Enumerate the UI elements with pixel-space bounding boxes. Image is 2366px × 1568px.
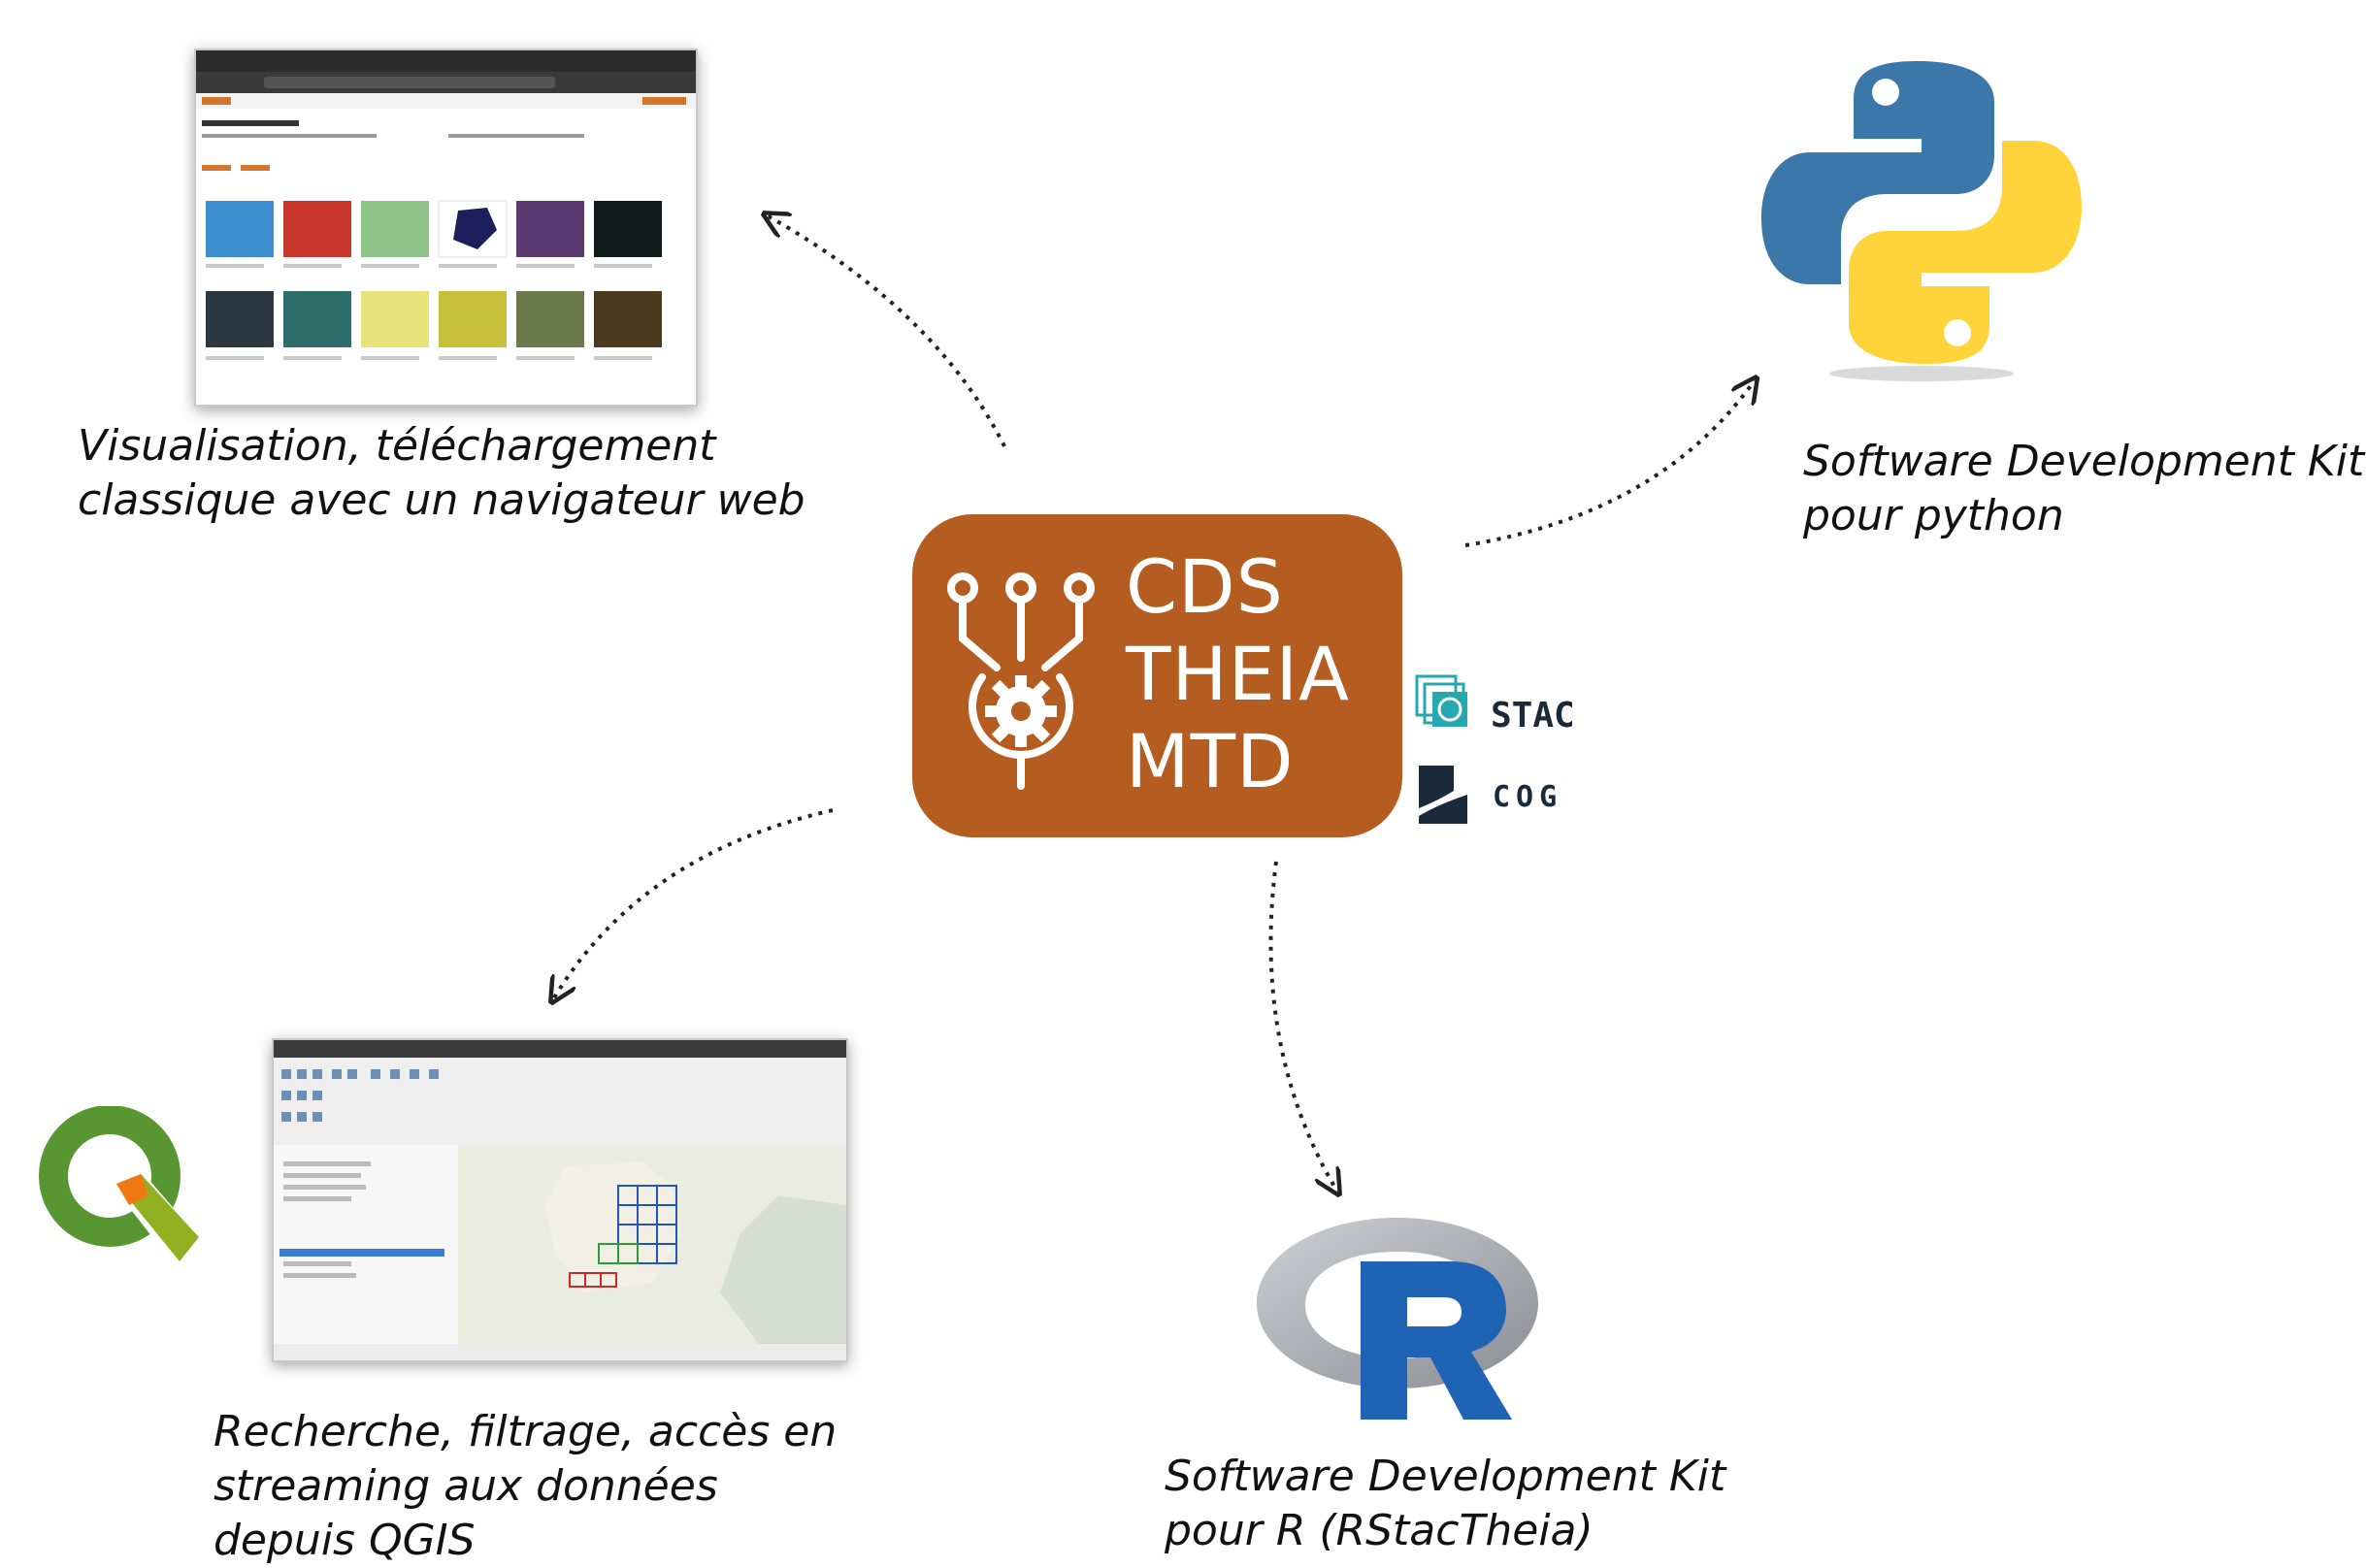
python-logo bbox=[1761, 61, 2082, 381]
r-caption-line1: Software Development Kit bbox=[1165, 1452, 1726, 1501]
cog-label: COG bbox=[1493, 780, 1563, 814]
browser-screenshot bbox=[194, 49, 698, 407]
stac-label: STAC bbox=[1491, 696, 1575, 735]
center-line-3: MTD bbox=[1126, 718, 1295, 804]
center-line-1: CDS bbox=[1126, 543, 1284, 630]
r-caption-line2: pour R (RStacTheia) bbox=[1165, 1506, 1594, 1555]
browser-caption: Visualisation, téléchargement classique … bbox=[78, 419, 805, 528]
r-caption: Software Development Kit pour R (RStacTh… bbox=[1165, 1450, 1725, 1558]
qgis-logo bbox=[39, 1106, 199, 1261]
stac-icon bbox=[1415, 674, 1467, 727]
python-caption-line2: pour python bbox=[1803, 491, 2064, 540]
qgis-caption: Recherche, filtrage, accès en streaming … bbox=[214, 1405, 837, 1568]
qgis-caption-line1: Recherche, filtrage, accès en bbox=[214, 1407, 838, 1456]
python-caption: Software Development Kit pour python bbox=[1803, 435, 2364, 543]
integration-gear-icon bbox=[947, 572, 1095, 790]
browser-caption-line1: Visualisation, téléchargement bbox=[78, 421, 716, 471]
arrow-to-browser bbox=[767, 215, 1006, 447]
center-line-2: THEIA bbox=[1126, 631, 1350, 717]
python-caption-line1: Software Development Kit bbox=[1803, 437, 2365, 486]
qgis-caption-line3: depuis QGIS bbox=[214, 1516, 476, 1565]
qgis-caption-line2: streaming aux données bbox=[214, 1461, 718, 1511]
browser-caption-line2: classique avec un navigateur web bbox=[78, 475, 805, 525]
arrow-to-qgis bbox=[553, 808, 834, 999]
r-logo bbox=[1257, 1218, 1538, 1420]
cog-icon bbox=[1419, 766, 1467, 824]
arrow-to-python bbox=[1464, 380, 1755, 547]
cds-theia-mtd-box: CDS THEIA MTD bbox=[912, 514, 1402, 837]
arrow-to-r bbox=[1268, 861, 1337, 1192]
qgis-screenshot bbox=[272, 1038, 848, 1362]
